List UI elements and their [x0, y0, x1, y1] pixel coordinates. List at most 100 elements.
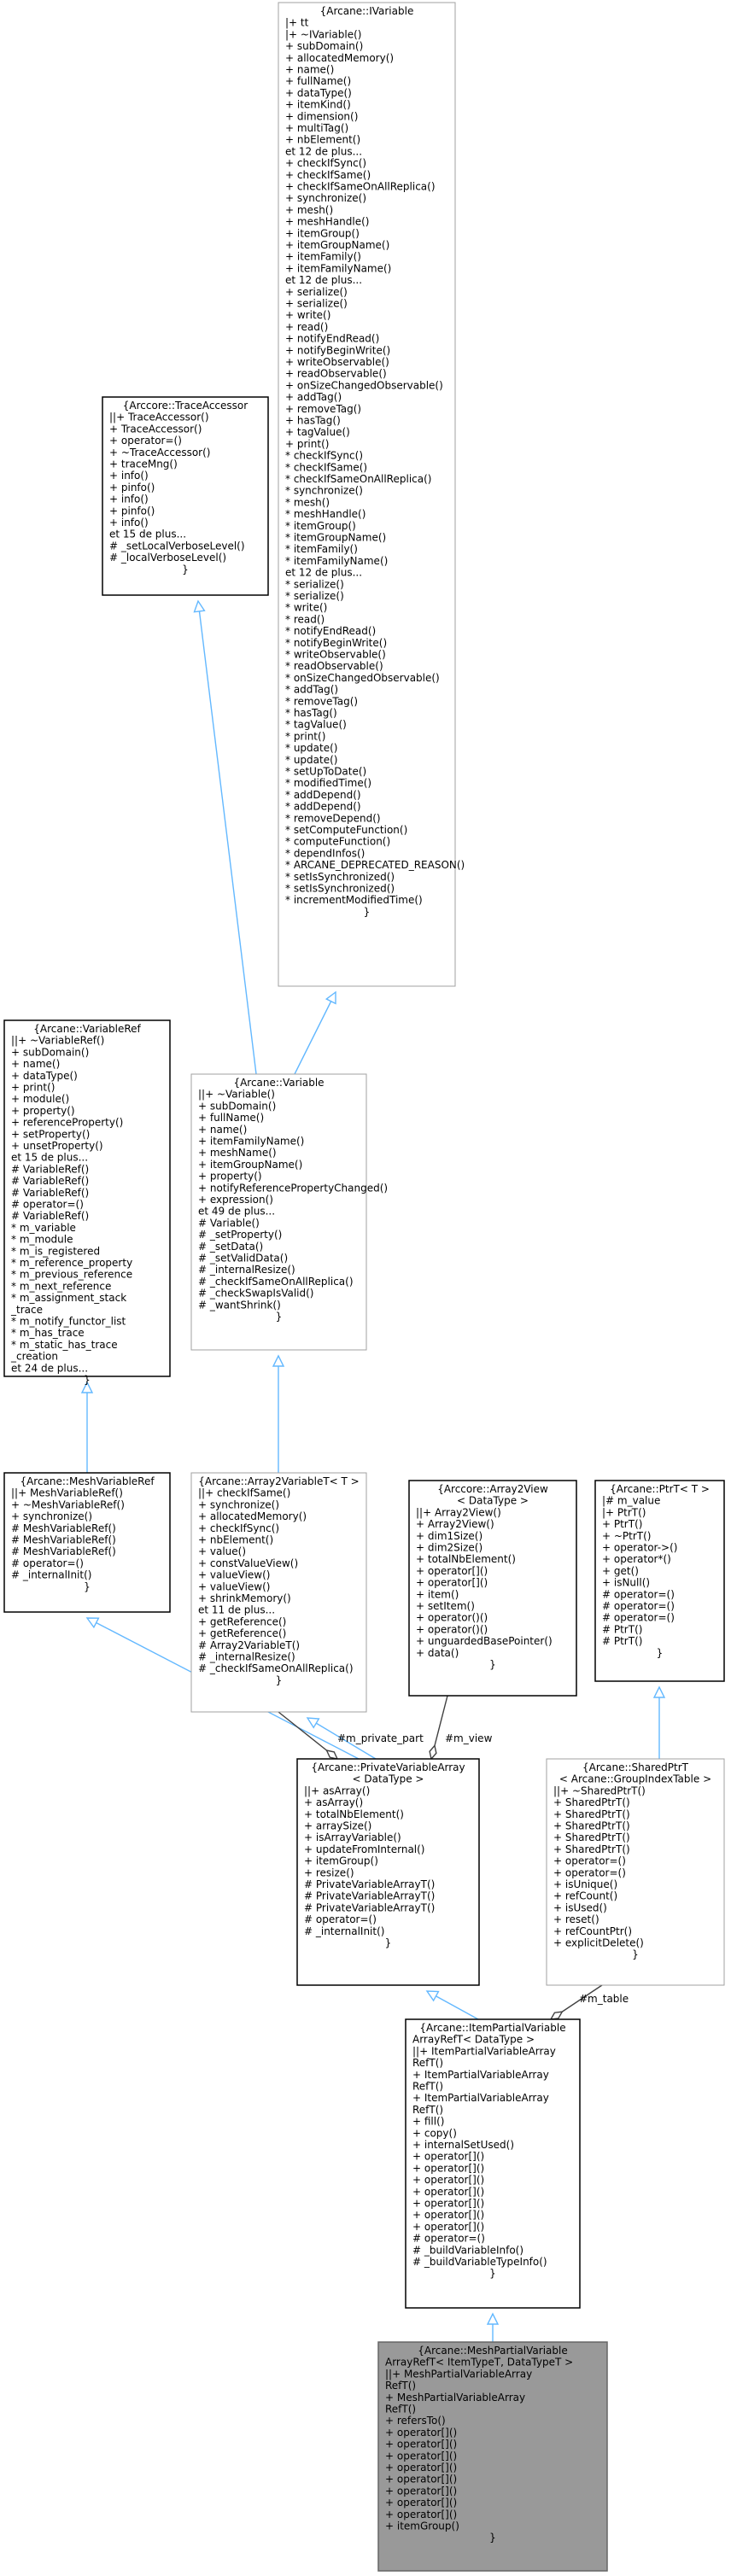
- class-member: + isArrayVariable(): [304, 1831, 401, 1843]
- class-member: + operator=(): [109, 435, 182, 447]
- class-member: + reset(): [553, 1913, 599, 1925]
- class-member: + fullName(): [198, 1112, 264, 1124]
- class-member: # MeshVariableRef(): [11, 1522, 116, 1534]
- class-member: + dataType(): [285, 87, 352, 99]
- edge-label: #m_table: [579, 1993, 629, 2005]
- class-member: # _checkIfSameOnAllReplica(): [198, 1662, 354, 1674]
- class-member: * readObservable(): [285, 660, 383, 672]
- class-member: + MeshPartialVariableArray: [385, 2392, 525, 2404]
- class-member: ||+ Array2View(): [416, 1506, 501, 1518]
- class-member: |+ ~IVariable(): [285, 28, 361, 40]
- class-member: + itemKind(): [285, 99, 351, 111]
- class-member: * computeFunction(): [285, 836, 390, 848]
- class-member: * m_module: [11, 1234, 73, 1246]
- class-node-privatevariablearray[interactable]: {Arcane::PrivateVariableArray< DataType …: [296, 1758, 480, 1986]
- class-member: + itemFamilyName(): [198, 1136, 304, 1148]
- class-member: # MeshVariableRef(): [11, 1534, 116, 1546]
- class-member: + copy(): [412, 2127, 457, 2139]
- class-member: + read(): [285, 321, 328, 333]
- class-member: * print(): [285, 730, 325, 742]
- class-member: + explicitDelete(): [553, 1937, 644, 1949]
- class-member: + allocatedMemory(): [198, 1510, 307, 1522]
- class-member: + fill(): [412, 2116, 444, 2128]
- class-member: * m_notify_functor_list: [11, 1316, 126, 1328]
- class-member: # operator=(): [602, 1588, 675, 1600]
- class-member: + info(): [109, 517, 149, 529]
- class-member: + constValueView(): [198, 1557, 298, 1569]
- class-title: {Arcane::MeshVariableRef: [20, 1475, 155, 1487]
- class-box: [102, 396, 269, 596]
- class-member: _creation: [10, 1351, 58, 1363]
- class-member: + print(): [11, 1082, 55, 1094]
- class-member: # VariableRef(): [11, 1187, 89, 1199]
- class-member: * m_reference_property: [11, 1257, 132, 1269]
- class-node-array2variablet[interactable]: {Arcane::Array2VariableT< T >||+ checkIf…: [190, 1472, 367, 1713]
- class-member: + dataType(): [11, 1070, 78, 1082]
- class-member: + expression(): [198, 1194, 273, 1206]
- class-member: et 24 de plus...: [11, 1362, 88, 1374]
- class-member: + itemGroupName(): [285, 239, 389, 251]
- class-member: * checkIfSameOnAllReplica(): [285, 473, 431, 485]
- class-member: + module(): [11, 1093, 69, 1105]
- class-member: + synchronize(): [285, 192, 366, 204]
- class-member: + operator[](): [416, 1565, 488, 1577]
- class-member: + refCount(): [553, 1890, 617, 1902]
- class-member: et 12 de plus...: [285, 274, 362, 286]
- edge-meshvariableref-to-variableref: [80, 1381, 94, 1473]
- class-title: < Arcane::GroupIndexTable >: [559, 1773, 711, 1785]
- class-node-variable[interactable]: {Arcane::Variable||+ ~Variable()+ subDom…: [190, 1073, 388, 1351]
- class-member: + operator[](): [385, 2427, 457, 2439]
- class-node-array2view[interactable]: {Arccore::Array2View< DataType >||+ Arra…: [408, 1480, 577, 1697]
- class-member: ||+ checkIfSame(): [198, 1487, 290, 1499]
- class-member: + operator->(): [602, 1542, 677, 1554]
- class-member: # _wantShrink(): [198, 1299, 281, 1311]
- class-member: + SharedPtrT(): [553, 1831, 630, 1843]
- class-node-variableref[interactable]: {Arcane::VariableRef||+ ~VariableRef()+ …: [3, 1019, 171, 1386]
- class-member: }: [182, 564, 189, 575]
- class-member: + operator*(): [602, 1553, 671, 1565]
- class-member: # PtrT(): [602, 1623, 642, 1635]
- class-member: et 15 de plus...: [109, 529, 186, 540]
- edge-variable-to-traceaccessor: [193, 599, 257, 1075]
- class-title: {Arccore::Array2View: [437, 1483, 548, 1495]
- class-member: # _internalInit(): [11, 1569, 91, 1581]
- class-member: + ItemPartialVariableArray: [412, 2092, 549, 2104]
- class-node-ivariable[interactable]: {Arcane::IVariable|+ tt|+ ~IVariable()+ …: [278, 2, 465, 987]
- class-member: + isNull(): [602, 1577, 650, 1589]
- class-node-sharedptrt[interactable]: {Arcane::SharedPtrT< Arcane::GroupIndexT…: [546, 1758, 725, 1986]
- class-member: + tagValue(): [285, 426, 350, 438]
- class-member: + multiTag(): [285, 122, 348, 134]
- class-member: # operator=(): [602, 1612, 675, 1624]
- class-member: + info(): [109, 494, 149, 505]
- edge-label: #m_view: [445, 1732, 493, 1744]
- class-member: + ~MeshVariableRef(): [11, 1498, 125, 1510]
- class-member: + subDomain(): [11, 1046, 89, 1058]
- class-member: + itemFamilyName(): [285, 262, 391, 274]
- class-member: |+ PtrT(): [602, 1506, 646, 1518]
- class-member: + Array2View(): [416, 1518, 494, 1530]
- class-member: # VariableRef(): [11, 1163, 89, 1175]
- class-node-meshvariableref[interactable]: {Arcane::MeshVariableRef||+ MeshVariable…: [3, 1472, 171, 1613]
- class-member: et 12 de plus...: [285, 145, 362, 157]
- class-member: RefT(): [385, 2404, 416, 2415]
- class-member: # _setValidData(): [198, 1253, 288, 1265]
- class-member: + totalNbElement(): [416, 1553, 516, 1565]
- class-member: }: [632, 1948, 639, 1960]
- class-member: + updateFromInternal(): [304, 1843, 425, 1855]
- class-member: * serialize(): [285, 578, 344, 590]
- class-member: + checkIfSame(): [285, 169, 371, 181]
- class-member: et 12 de plus...: [285, 567, 362, 579]
- class-node-ptrt[interactable]: {Arcane::PtrT< T >|# m_value|+ PtrT()+ P…: [594, 1480, 725, 1682]
- class-member: * itemFamily(): [285, 543, 358, 555]
- class-member: + name(): [285, 64, 334, 76]
- class-node-traceaccessor[interactable]: {Arccore::TraceAccessor||+ TraceAccessor…: [102, 396, 269, 596]
- class-member: * notifyEndRead(): [285, 625, 376, 637]
- class-member: + operator[](): [385, 2462, 457, 2474]
- class-member: + referenceProperty(): [11, 1117, 123, 1129]
- class-member: # operator=(): [11, 1557, 84, 1569]
- class-member: # _checkSwapIsValid(): [198, 1288, 313, 1300]
- class-member: + readObservable(): [285, 368, 387, 380]
- class-member: + hasTag(): [285, 415, 341, 427]
